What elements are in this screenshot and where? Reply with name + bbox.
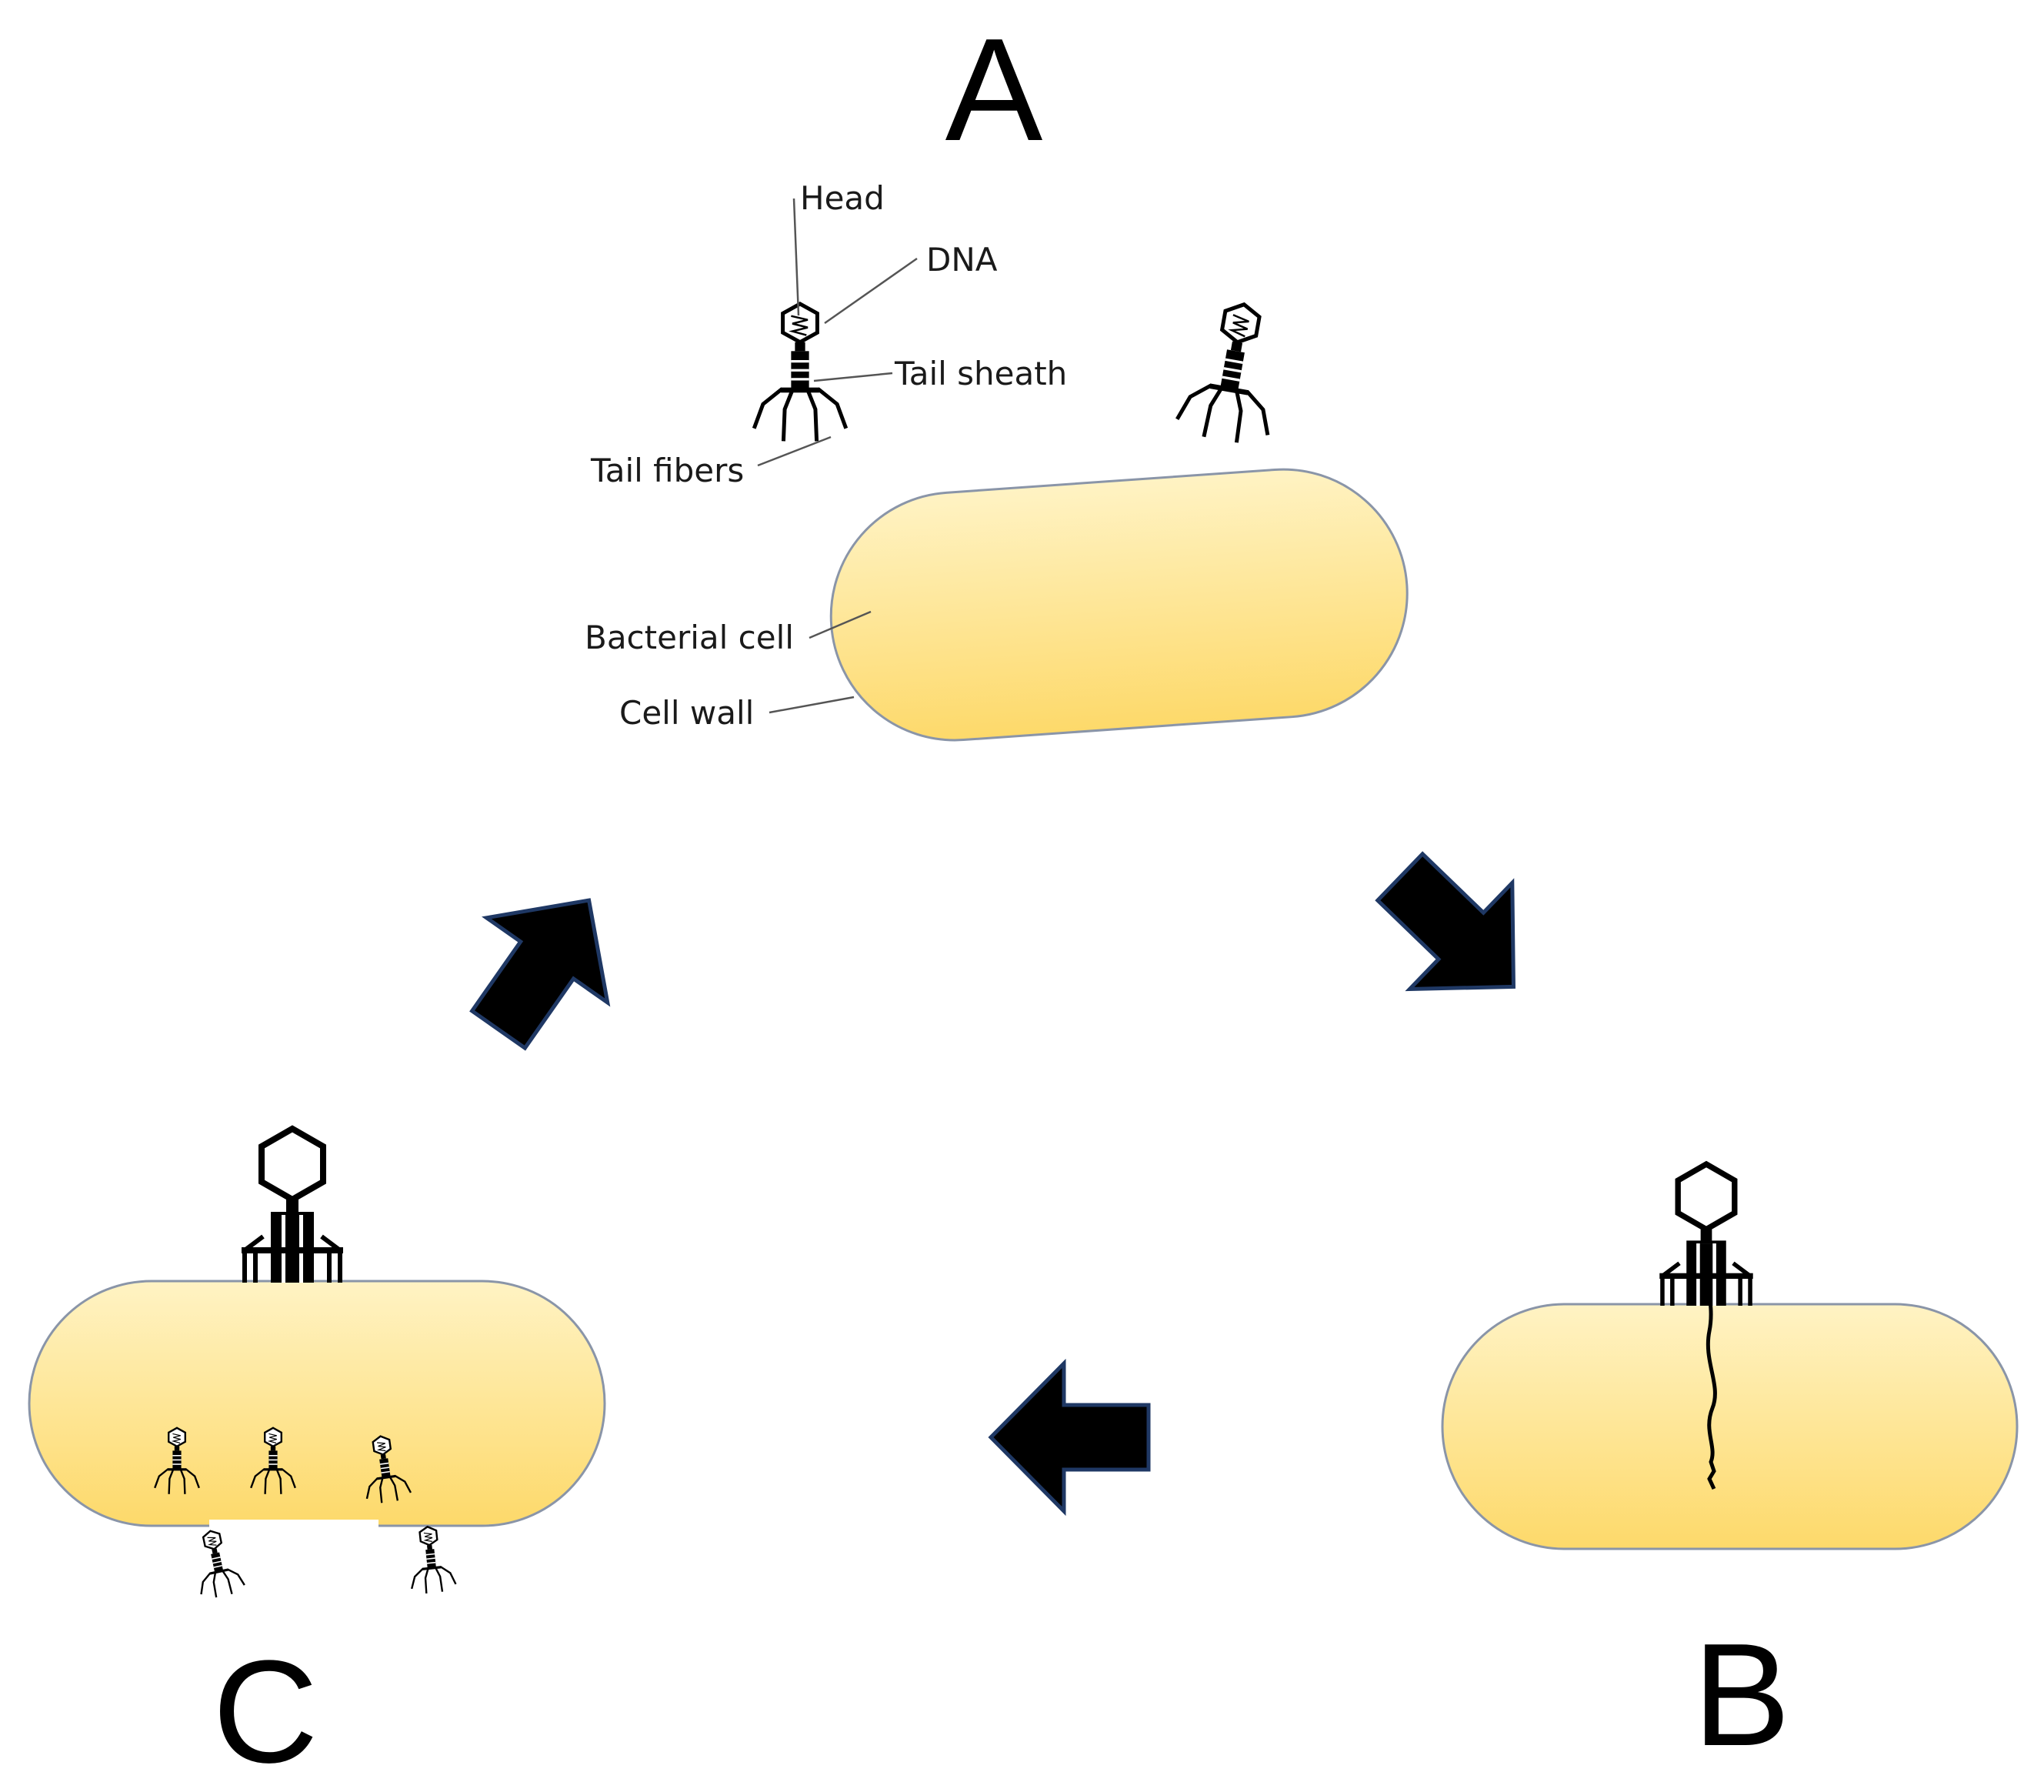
stage-label-c: C	[212, 1630, 318, 1792]
cell-wall-label: Cell wall	[619, 694, 754, 732]
bacteriophage-icon	[188, 1525, 247, 1602]
bacteriophage-icon	[1175, 296, 1289, 447]
tail-fibers-label: Tail fibers	[590, 452, 744, 489]
bacterial-cell-a	[829, 468, 1409, 742]
block-arrow-icon	[988, 1358, 1151, 1517]
block-arrow-icon	[1375, 851, 1515, 992]
stage-label-b: B	[1693, 1613, 1791, 1777]
bacteriophage-icon	[754, 304, 846, 441]
dna-label: DNA	[926, 241, 998, 279]
bacteriophage-icon	[404, 1523, 458, 1597]
bacteriophage-icon	[242, 1129, 343, 1283]
bacterial-cell-label: Bacterial cell	[585, 619, 794, 656]
bacterial-cell-b	[1441, 1303, 2019, 1550]
block-arrow-icon	[469, 898, 611, 1051]
tail-sheath-label: Tail sheath	[894, 355, 1067, 392]
injected-dna	[1703, 1246, 1717, 1490]
callout-leaders	[757, 198, 918, 714]
head-label: Head	[800, 179, 885, 217]
bacterial-cell-c	[28, 1280, 606, 1530]
stage-label-a: A	[945, 8, 1043, 172]
